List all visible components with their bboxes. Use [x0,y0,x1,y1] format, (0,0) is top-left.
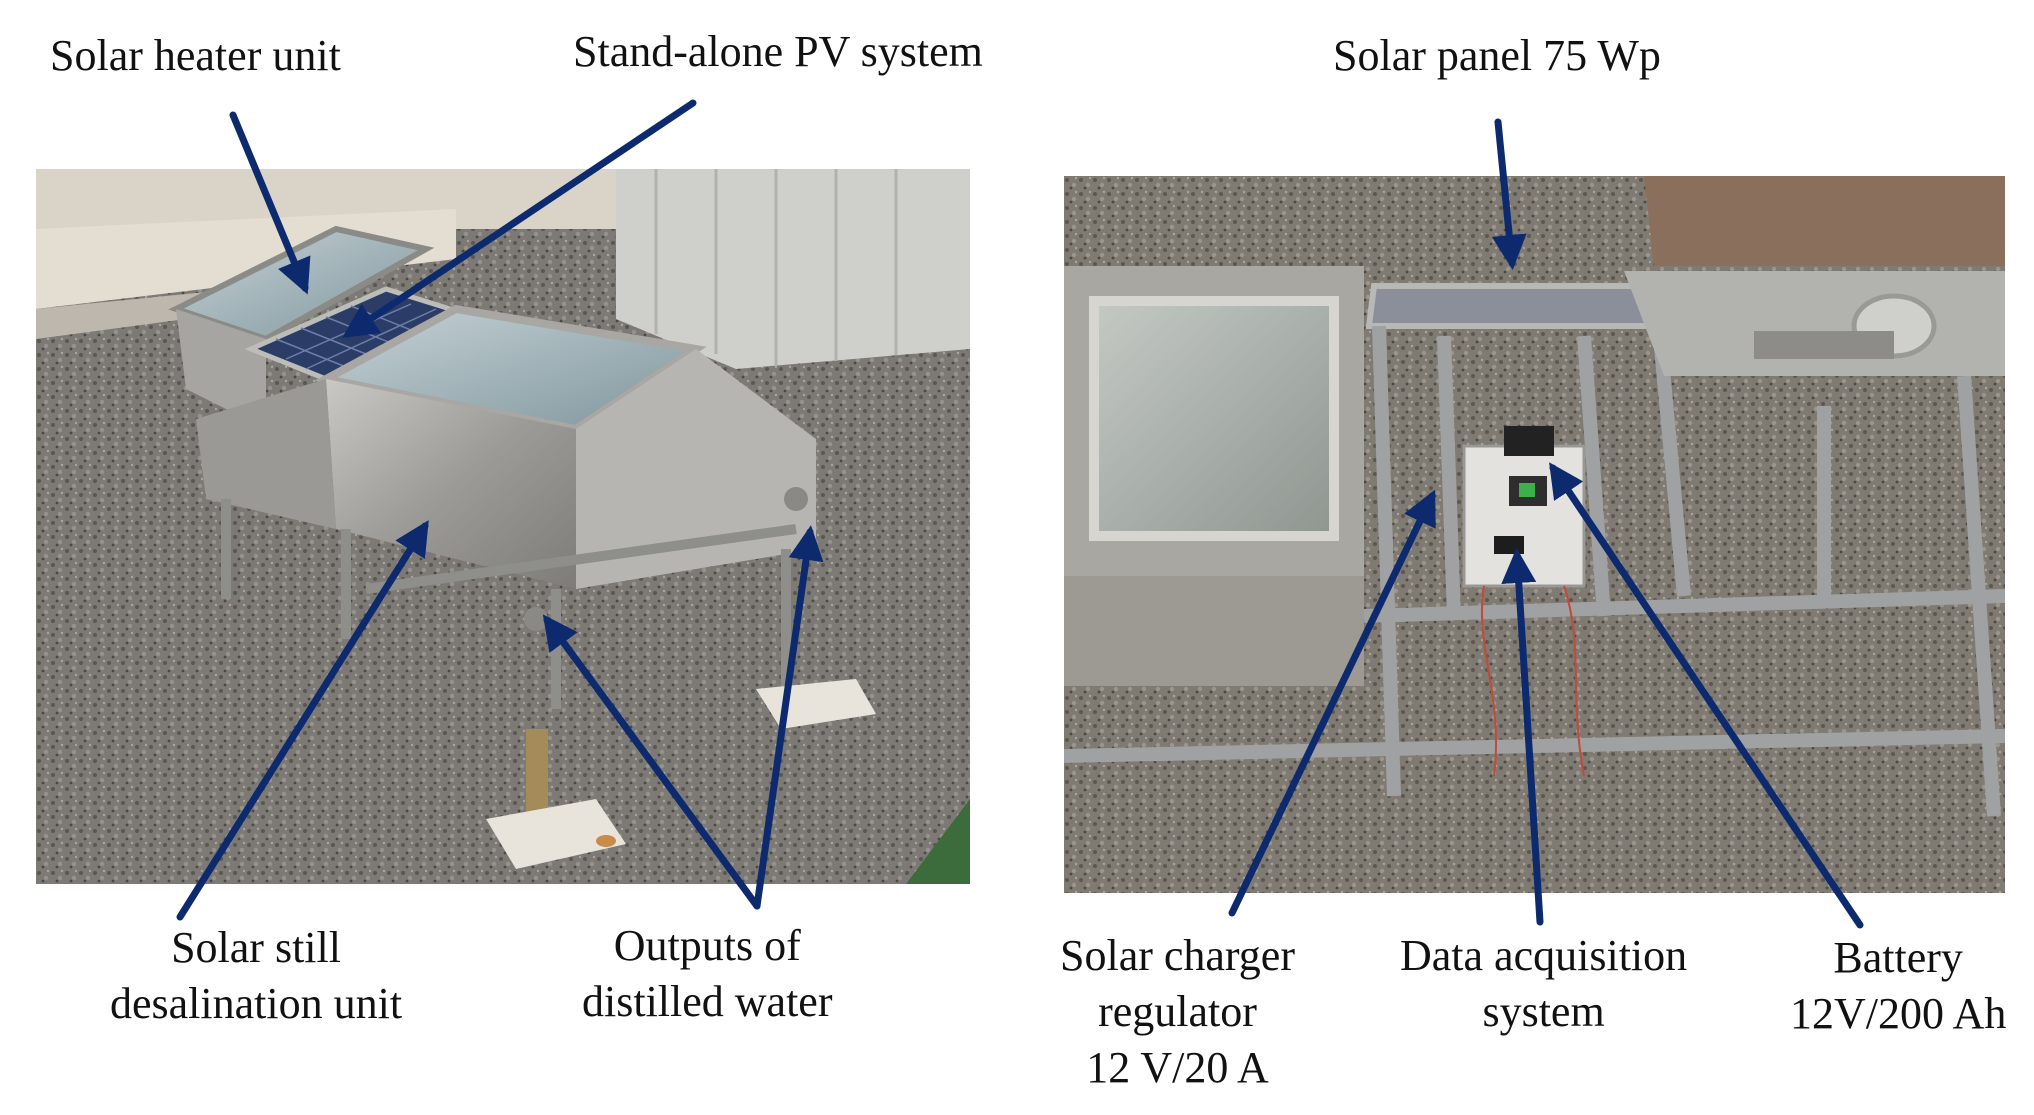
label-solar-panel: Solar panel 75 Wp [1333,31,1661,80]
label-data-acquisition-system: Data acquisition system [1400,928,1687,1040]
label-line: regulator [1098,987,1257,1036]
label-battery: Battery 12V/200 Ah [1790,930,2006,1042]
label-solar-still-unit: Solar still desalination unit [110,920,402,1032]
photo-pv-system-setup [1064,176,2005,893]
label-stand-alone-pv-system: Stand-alone PV system [573,27,983,76]
label-line: Solar charger [1060,931,1295,980]
label-line: 12 V/20 A [1086,1043,1269,1092]
label-line: Outputs of [613,921,801,970]
label-line: Data acquisition [1400,931,1688,980]
label-line: 12V/200 Ah [1790,989,2007,1038]
label-outputs-distilled-water: Outputs of distilled water [582,918,833,1030]
label-line: Solar still [171,923,341,972]
label-line: distilled water [582,977,833,1026]
photo-solar-still-setup [36,169,970,884]
label-line: desalination unit [110,979,403,1028]
label-solar-heater-unit: Solar heater unit [50,31,341,80]
label-solar-charger-regulator: Solar charger regulator 12 V/20 A [1060,928,1295,1096]
label-line: Battery [1833,933,1963,982]
label-line: system [1482,987,1605,1036]
